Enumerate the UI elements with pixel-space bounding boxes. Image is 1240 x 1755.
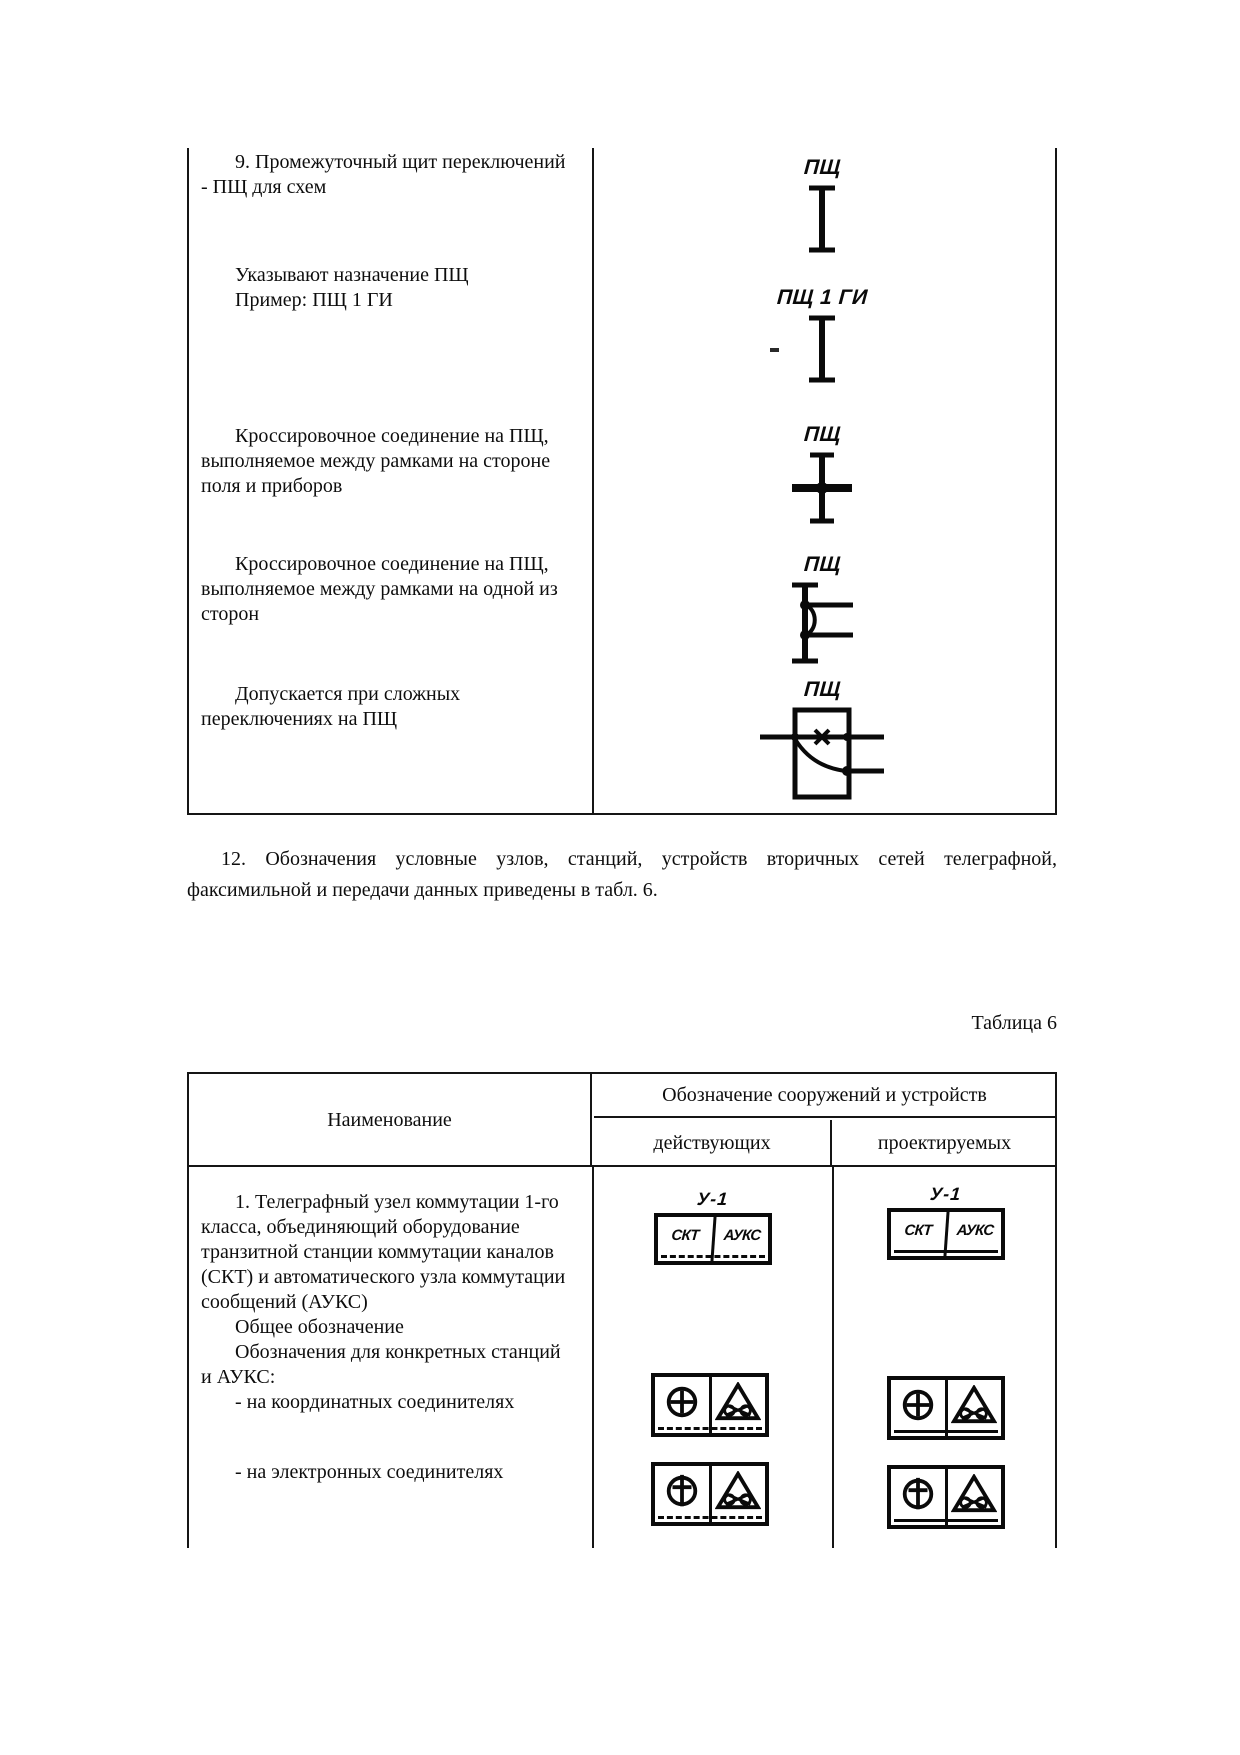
connector-box-icon (887, 1465, 1005, 1529)
electronic-connector-projected (886, 1465, 1006, 1529)
text-line: - на электронных соединителях (235, 1461, 504, 1483)
u1-label: У-1 (929, 1184, 963, 1204)
side-jumper-icon (792, 582, 853, 664)
text-line: Пример: ПЩ 1 ГИ (235, 289, 393, 311)
table6-header: Наименование Обозначение сооружений и ус… (189, 1074, 1055, 1167)
text-line: Кроссировочное соединение на ПЩ, (235, 553, 549, 575)
pshch-symbol-1: ПЩ (747, 156, 897, 255)
circle-dagger-icon (902, 1477, 933, 1509)
table6-header-existing: действующих (594, 1120, 832, 1167)
dashed-bottom-line (658, 1427, 762, 1430)
pshch-row-2-text: Указывают назначение ПЩ Пример: ПЩ 1 ГИ (201, 263, 589, 313)
panel-ibeam-icon (809, 185, 835, 253)
circle-plus-icon (902, 1389, 933, 1420)
text-line: Обозначения для конкретных станций (235, 1341, 561, 1363)
text-line: 9. Промежуточный щит переключений (235, 151, 566, 173)
pshch-symbol-label: ПЩ (802, 156, 842, 179)
u1-box-icon: СКТ АУКС (654, 1213, 772, 1265)
connector-box-icon (651, 1373, 769, 1437)
solid-bottom-line (894, 1250, 998, 1253)
u1-label: У-1 (696, 1189, 730, 1209)
scan-artifact-dash (770, 348, 779, 352)
auks-triangle-icon (951, 1473, 998, 1512)
pshch-symbol-3: ПЩ (747, 423, 897, 526)
switching-box-icon (760, 707, 884, 800)
pshch-row-5-text: Допускается при сложных переключениях на… (201, 682, 589, 732)
text-line: выполняемое между рамками на стороне (201, 450, 551, 472)
pshch-row-4-text: Кроссировочное соединение на ПЩ, выполня… (201, 552, 589, 627)
text-line: - на координатных соединителях (235, 1391, 515, 1413)
table6-header-designation: Обозначение сооружений и устройств (594, 1074, 1055, 1118)
text-line: и АУКС: (201, 1366, 276, 1388)
table-column-divider (592, 148, 594, 813)
table-column-divider (832, 1167, 834, 1548)
text-line: выполняемое между рамками на одной из (201, 578, 558, 600)
pshch-symbol-label: ПЩ (802, 678, 842, 701)
text-line: переключениях на ПЩ (201, 708, 398, 730)
electronic-connector-existing (650, 1462, 770, 1526)
pshch-symbol-label: ПЩ (802, 553, 842, 576)
text-line: поля и приборов (201, 475, 343, 497)
pshch-symbol-label: ПЩ (802, 423, 842, 446)
pshch-row-3-text: Кроссировочное соединение на ПЩ, выполня… (201, 424, 589, 499)
dashed-bottom-line (658, 1516, 762, 1519)
dashed-bottom-line (661, 1255, 765, 1258)
table-column-divider (592, 1167, 594, 1548)
table6-caption: Таблица 6 (971, 1012, 1057, 1034)
pshch-table: 9. Промежуточный щит переключений - ПЩ д… (187, 148, 1057, 815)
auks-triangle-icon (951, 1384, 998, 1423)
connector-box-icon (651, 1462, 769, 1526)
pshch-symbol-4: ПЩ (747, 553, 897, 666)
text-line: Допускается при сложных (235, 683, 461, 705)
solid-bottom-line (894, 1519, 998, 1522)
text-line: сторон (201, 603, 260, 625)
pshch-symbol-label: ПЩ 1 ГИ (775, 286, 869, 309)
text-line: (СКТ) и автоматического узла коммутации (201, 1266, 566, 1288)
text-line: Кроссировочное соединение на ПЩ, (235, 425, 549, 447)
auks-triangle-icon (715, 1470, 762, 1509)
panel-ibeam-icon (809, 315, 835, 383)
table6-header-name: Наименование (189, 1074, 592, 1167)
table6: Наименование Обозначение сооружений и ус… (187, 1072, 1057, 1548)
coordinate-connector-existing (650, 1373, 770, 1437)
solid-bottom-line (894, 1430, 998, 1433)
connector-box-icon (887, 1376, 1005, 1440)
table6-body: 1. Телеграфный узел коммутации 1-го клас… (189, 1167, 1055, 1548)
paragraph-12-line-1: 12. Обозначения условные узлов, станций,… (221, 848, 1057, 870)
coordinate-connector-projected (886, 1376, 1006, 1440)
u1-symbol-existing: У-1 СКТ АУКС (653, 1189, 773, 1265)
text-line: транзитной станции коммутации каналов (201, 1241, 554, 1263)
paragraph-12-line-2: факсимильной и передачи данных приведены… (187, 879, 658, 901)
text-line: сообщений (АУКС) (201, 1291, 368, 1313)
table6-row1-text: 1. Телеграфный узел коммутации 1-го клас… (201, 1190, 589, 1485)
u1-box-icon: СКТ АУКС (887, 1208, 1005, 1260)
text-line: класса, объединяющий оборудование (201, 1216, 520, 1238)
text-line: Указывают назначение ПЩ (235, 264, 469, 286)
circle-plus-icon (666, 1386, 697, 1417)
circle-dagger-icon (666, 1474, 697, 1506)
pshch-symbol-5: ПЩ (747, 678, 897, 801)
pshch-symbol-2: ПЩ 1 ГИ (747, 286, 897, 385)
u1-symbol-projected: У-1 СКТ АУКС (886, 1184, 1006, 1260)
text-line: Общее обозначение (235, 1316, 404, 1338)
text-line: 1. Телеграфный узел коммутации 1-го (235, 1191, 559, 1213)
auks-triangle-icon (715, 1381, 762, 1420)
cross-connection-icon (792, 452, 852, 524)
text-line: - ПЩ для схем (201, 176, 327, 198)
pshch-row-1-text: 9. Промежуточный щит переключений - ПЩ д… (201, 150, 589, 200)
table6-header-projected: проектируемых (877, 1132, 1012, 1154)
